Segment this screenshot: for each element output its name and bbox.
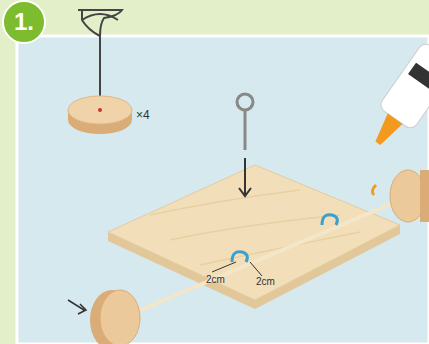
axle-wheels: [68, 170, 429, 344]
step-badge: 1.: [2, 0, 46, 44]
wire-peg: [68, 10, 132, 134]
glue-drop: [372, 185, 376, 195]
wooden-board: [108, 165, 400, 309]
dimension-lines: [212, 262, 262, 276]
dimension-label: 2cm: [206, 274, 225, 285]
glue-bottle: [361, 41, 429, 155]
dimension-label: 2cm: [256, 276, 275, 287]
quantity-label: ×4: [136, 108, 150, 122]
panel: [17, 36, 429, 344]
eye-screw: [237, 94, 253, 196]
step-number: 1.: [14, 8, 34, 36]
